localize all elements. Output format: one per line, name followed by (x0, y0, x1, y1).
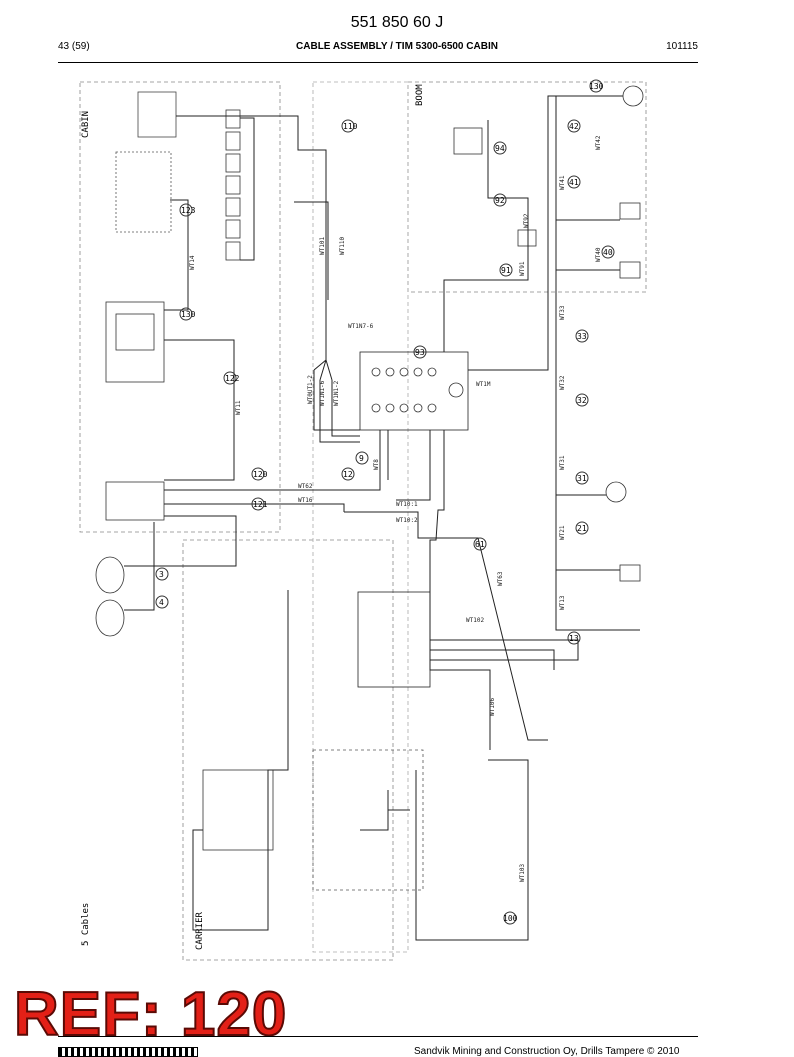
cable-label: WT102 (466, 617, 484, 624)
cable-label: WT63 (497, 571, 504, 586)
callout: 121 (253, 500, 268, 509)
callout: 94 (495, 144, 505, 153)
footer-copyright: Sandvik Mining and Construction Oy, Dril… (414, 1046, 680, 1057)
cabin-frame (79, 81, 281, 533)
carrier-label: CARRIER (195, 911, 205, 950)
boom-sensor-top (622, 85, 644, 107)
cable-label: WT21 (559, 525, 566, 540)
cable-label: WT91 (519, 261, 526, 276)
cable-label: WT42 (595, 135, 602, 150)
cable-label: WT0UT1-2 (307, 375, 314, 404)
callout: 9 (359, 454, 364, 463)
callout: 31 (577, 474, 587, 483)
cabin-label: CABIN (81, 111, 91, 138)
callout: 122 (225, 374, 240, 383)
controller-module (357, 591, 431, 688)
cable-diagram: CABIN BOOM CARRIER 5 Cables WT101 WT110 … (79, 79, 647, 961)
boom-frame (407, 81, 647, 293)
callout: 91 (501, 266, 511, 275)
callout: 32 (577, 396, 587, 405)
cable-label: WT101 (319, 237, 326, 255)
document-number: 551 850 60 J (350, 14, 444, 31)
cable-label: WT92 (523, 213, 530, 228)
cable-label: WT1N7-6 (348, 323, 374, 330)
cable-label: WT32 (559, 375, 566, 390)
cable-label: WT110 (339, 237, 346, 255)
cable-label: WT106 (489, 698, 496, 716)
callout: 100 (503, 914, 518, 923)
display-unit (105, 301, 165, 383)
callout: 130 (589, 82, 604, 91)
callout: 93 (415, 348, 425, 357)
cable-label: WT103 (519, 864, 526, 882)
header-rule (58, 62, 698, 63)
footer-rule (58, 1036, 698, 1037)
cable-label: WT10:1 (396, 501, 418, 508)
cable-label: WT62 (298, 483, 313, 490)
callout: 42 (569, 122, 579, 131)
callout: 61 (475, 540, 485, 549)
cable-label: WT40 (595, 247, 602, 262)
cable-label: WT33 (559, 305, 566, 320)
callout: 4 (159, 598, 164, 607)
diagram-label: 5 Cables (81, 903, 91, 946)
callout: 3 (159, 570, 164, 579)
callout: 110 (343, 122, 358, 131)
callout: 41 (569, 178, 579, 187)
control-unit (105, 481, 165, 521)
callout: 120 (253, 470, 268, 479)
callout: 123 (181, 206, 196, 215)
joystick-box (115, 151, 172, 233)
document-date: 101115 (666, 41, 698, 52)
cable-label: WT1N1-2 (333, 380, 340, 406)
gps-antenna-2 (95, 599, 125, 637)
page-title: CABLE ASSEMBLY / TIM 5300-6500 CABIN (296, 41, 498, 52)
cable-label: WT8 (373, 459, 380, 470)
monitor-box (137, 91, 177, 138)
cable-label: WT1M (476, 381, 491, 388)
cable-label: WT10:2 (396, 517, 418, 524)
cable-label: WT14 (189, 255, 196, 270)
junction-box (359, 351, 469, 431)
callout: 33 (577, 332, 587, 341)
callout: 13 (569, 634, 579, 643)
callout: 92 (495, 196, 505, 205)
gps-antenna-1 (95, 556, 125, 594)
cable-label: WT41 (559, 175, 566, 190)
cable-label: WT16 (298, 497, 313, 504)
boom-label: BOOM (415, 84, 425, 106)
cable-label: WT31 (559, 455, 566, 470)
cable-label: WT1N1-6 (319, 380, 326, 406)
page-number: 43 (59) (58, 41, 90, 52)
cable-label: WT13 (559, 595, 566, 610)
company-logo (58, 1047, 198, 1057)
callout: 130 (181, 310, 196, 319)
reference-stamp: REF: 120 (13, 980, 288, 1049)
callout: 40 (603, 248, 613, 257)
callout: 21 (577, 524, 587, 533)
callout: 12 (343, 470, 353, 479)
cable-label: WT11 (235, 400, 242, 415)
